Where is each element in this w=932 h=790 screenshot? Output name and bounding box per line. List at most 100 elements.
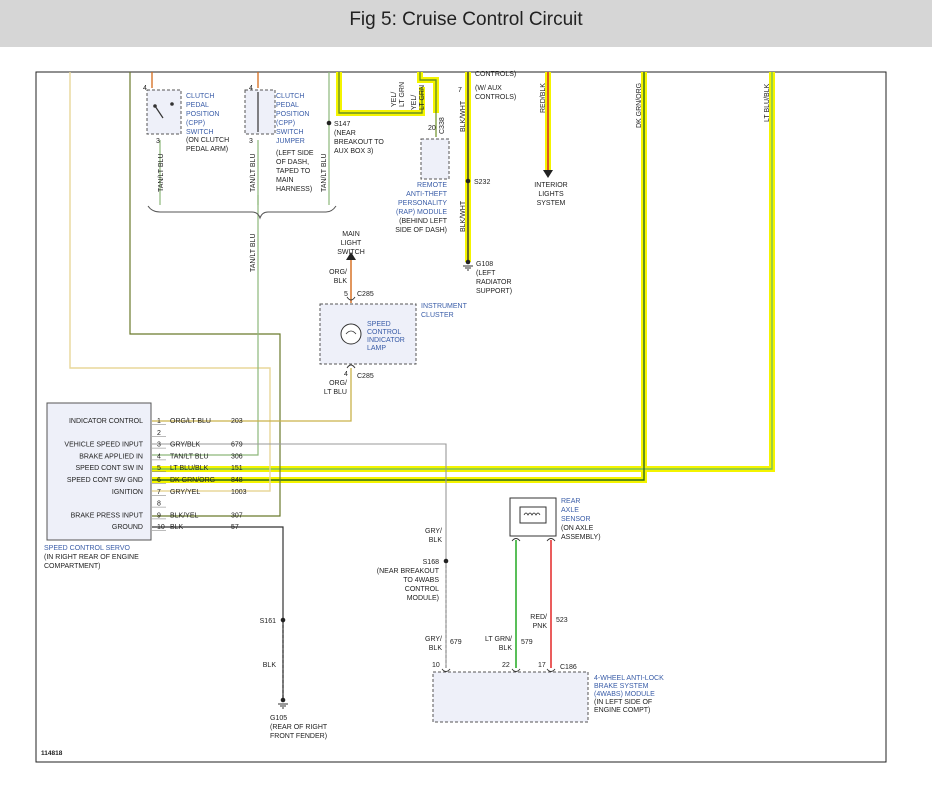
rear-axle-sensor-box [509,497,557,537]
main-light-switch-arrow [346,252,356,260]
jumper-pin-3: 3 [249,138,253,145]
splice-s232-dot [465,178,471,184]
connector-c186-label: C186 [560,664,577,671]
servo-pin-circuit: 1003 [231,489,247,496]
wire-dk-grn-org [152,72,645,481]
servo-pin-name: SPEED CONT SW IN [75,465,143,472]
circuit-679-label: 679 [450,639,462,646]
components [46,89,589,723]
abs-module-box [432,671,589,723]
rap-module-box [420,138,450,180]
splice-g105-dot [280,697,286,703]
servo-pin-name: GROUND [112,524,143,531]
wire-brake-press [129,72,281,517]
wire-label-tan-lt-blu-4: TAN/LT BLU [250,233,257,272]
cpp-switch-contact [170,102,174,106]
g108-ground-symbol [463,265,473,271]
figure-id: 114818 [41,750,63,757]
wire-label-red-pnk: RED/PNK [530,614,547,630]
lamp-pin-4: 4 [344,371,348,378]
servo-pin-color: BLK/YEL [170,512,199,519]
indicator-lamp-filament [345,330,357,335]
wire-label-blk-wht-2: BLK/WHT [460,200,467,232]
jumper-pin-4: 4 [249,85,253,92]
wire-ignition [69,72,271,492]
servo-pin-name: IGNITION [112,489,143,496]
servo-pin-name: INDICATOR CONTROL [69,418,143,425]
wire-label-lt-grn-blk: LT GRN/BLK [485,636,512,652]
indicator-lamp-bulb [340,323,362,345]
wire-lt-blu-blk [152,72,773,470]
servo-pin-color: GRY/BLK [170,442,201,449]
rear-axle-sensor-coil [519,506,547,524]
connector-c285b-label: C285 [357,373,374,380]
lamp-pin-5: 5 [344,291,348,298]
wire-label-lt-blu-blk: LT BLU/BLK [764,83,771,122]
circuit-523-label: 523 [556,617,568,624]
instrument-cluster-box [319,303,417,365]
wire-label-org-lt-blu: ORG/LT BLU [324,380,347,396]
servo-pin-circuit: 151 [231,465,243,472]
wires [69,72,775,700]
wire-label-dk-grn-org: DK GRN/ORG [636,83,643,128]
abs-pin-17: 17 [538,662,546,669]
servo-pin-color: TAN/LT BLU [170,453,209,460]
servo-pin-color: DK GRN/ORG [170,477,215,484]
figure-title: Fig 5: Cruise Control Circuit [349,9,583,30]
wire-label-tan-lt-blu-1: TAN/LT BLU [158,153,165,192]
servo-pin-num: 7 [157,489,161,496]
wire-indicator-control [152,368,352,422]
interior-lights-arrow [543,170,553,178]
wire-label-tan-lt-blu-3: TAN/LT BLU [321,153,328,192]
cpp-pin-3: 3 [156,138,160,145]
servo-pin-circuit: 203 [231,418,243,425]
rap-pin-20: 20 [428,125,436,132]
wire-label-yel-lt-grn: YEL/LT GRN [391,82,406,107]
servo-pin-num: 4 [157,453,161,460]
servo-pin-color: LT BLU/BLK [170,465,209,472]
servo-pin-name: BRAKE APPLIED IN [79,453,143,460]
servo-pin-circuit: 679 [231,442,243,449]
splice-g108-dot [465,259,471,265]
connector-marks [346,296,556,672]
splice-s232-label: S232 [474,179,490,186]
servo-pin-name: VEHICLE SPEED INPUT [64,442,143,449]
connector-c338-label: C338 [439,117,446,134]
abs-pin-10: 10 [432,662,440,669]
rap-pin-7: 7 [458,87,462,94]
splice-s147-dot [326,120,332,126]
servo-pin-num: 9 [157,512,161,519]
wire-label-gry-blk-1: GRY/BLK [425,528,442,544]
diagram-frame [35,71,887,763]
abs-pin-22: 22 [502,662,510,669]
g105-ground-symbol [278,703,288,709]
wire-label-yel-lt-grn-2: YEL/LT GRN [411,85,426,110]
wire-label-gry-blk-2: GRY/BLK [425,636,442,652]
wire-label-blk-wht-1: BLK/WHT [460,100,467,132]
controls-label: CONTROLS) [475,71,516,78]
cpp-switch-contact-2 [153,104,157,108]
wire-label-blk: BLK [263,662,277,669]
servo-box [46,402,152,541]
rear-axle-sensor-winding [523,512,541,516]
servo-pin-num: 5 [157,465,161,472]
servo-pin-color: ORG/LT BLU [170,418,211,425]
servo-pin-circuit: 307 [231,512,243,519]
